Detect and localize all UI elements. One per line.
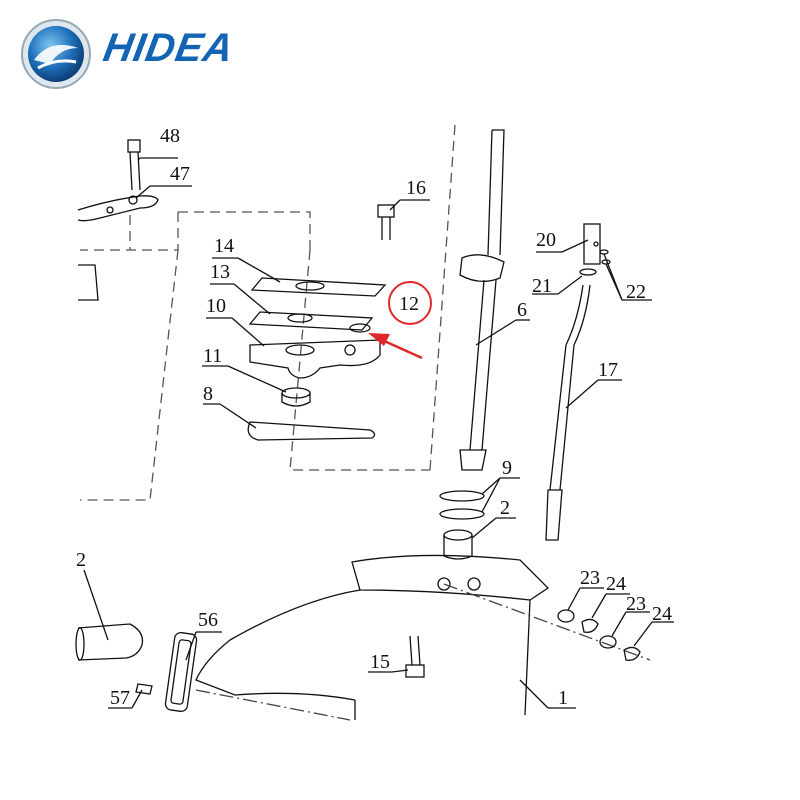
part-20-connector: [583, 223, 601, 265]
callout-16: 16: [406, 177, 426, 199]
part-8-gasket: [247, 421, 376, 441]
part-10-housing: [249, 339, 381, 379]
part-9-ring-lower: [439, 508, 485, 520]
part-56-grille: [164, 631, 198, 713]
callout-56: 56: [198, 609, 218, 631]
callout-14: 14: [214, 235, 234, 257]
dashed-group-outline: [80, 124, 456, 501]
callout-17: 17: [598, 359, 618, 381]
callout-24-b: 24: [652, 603, 672, 625]
part-14-gasket: [250, 277, 387, 297]
part-23-washer-a: [557, 609, 575, 623]
part-24-cap-b: [623, 646, 641, 661]
part-13-gasket: [248, 311, 374, 331]
callout-10: 10: [206, 295, 226, 317]
part-16-bolt: [377, 204, 395, 240]
part-24-cap-a: [581, 618, 599, 633]
callout-6: 6: [517, 299, 527, 321]
callout-22: 22: [626, 281, 646, 303]
highlight-circle: [388, 281, 432, 325]
callout-23-b: 23: [626, 593, 646, 615]
callout-8: 8: [203, 383, 213, 405]
callout-13: 13: [210, 261, 230, 283]
callout-15: 15: [370, 651, 390, 673]
callout-57: 57: [110, 687, 130, 709]
part-1-housing: [195, 554, 550, 720]
part-6-shaft: [459, 129, 505, 471]
callout-2-left: 2: [76, 549, 86, 571]
callout-11: 11: [203, 345, 222, 367]
callout-48: 48: [160, 125, 180, 147]
part-47-bracket: [77, 195, 159, 222]
part-15-bolt: [405, 635, 425, 678]
part-21-ring: [579, 268, 597, 276]
brand-logo-emblem: [21, 19, 91, 89]
part-2-bushing: [443, 529, 473, 560]
part-12-washer: [349, 323, 371, 333]
callout-12: 12: [399, 293, 419, 315]
part-17-rod: [545, 284, 591, 541]
part-57-screw: [135, 683, 153, 695]
part-left-bracket: [78, 264, 99, 301]
callout-2: 2: [500, 497, 510, 519]
part-11-bearing: [281, 387, 311, 407]
highlight-arrow: [368, 333, 423, 360]
part-2-left-bushing: [75, 623, 144, 661]
callout-20: 20: [536, 229, 556, 251]
callout-1: 1: [558, 687, 568, 709]
callout-9: 9: [502, 457, 512, 479]
callout-23-a: 23: [580, 567, 600, 589]
callout-21: 21: [532, 275, 552, 297]
callout-47: 47: [170, 163, 190, 185]
part-48-bolt: [127, 139, 141, 191]
part-9-ring-upper: [439, 490, 485, 502]
part-23-washer-b: [599, 635, 617, 649]
callout-24-a: 24: [606, 573, 626, 595]
leader-lines: [83, 157, 674, 709]
